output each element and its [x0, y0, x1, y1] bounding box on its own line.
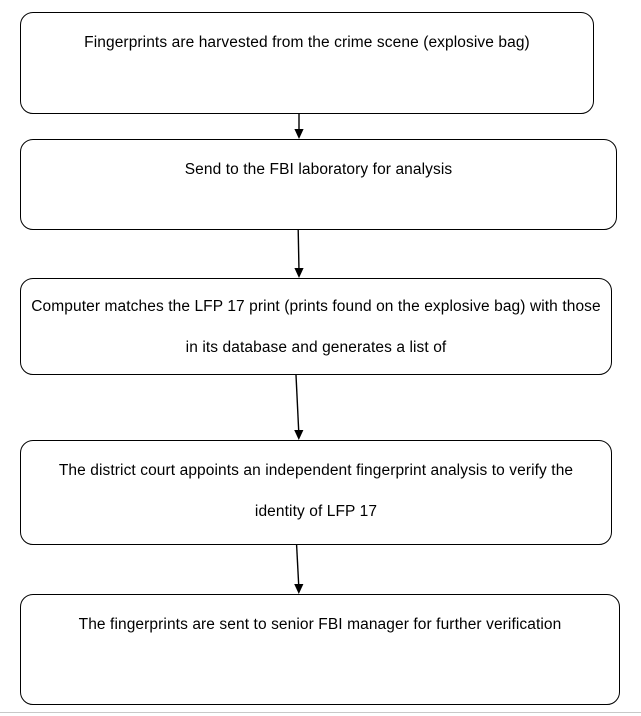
flow-node-4[interactable]: The district court appoints an independe…	[20, 440, 612, 545]
page-bottom-rule	[0, 712, 641, 713]
flow-node-1[interactable]: Fingerprints are harvested from the crim…	[20, 12, 594, 114]
flow-arrow-1	[291, 114, 307, 139]
flow-node-3-label: Computer matches the LFP 17 print (print…	[31, 298, 601, 356]
flow-arrow-3	[290, 374, 308, 440]
flow-node-2[interactable]: Send to the FBI laboratory for analysis	[20, 139, 617, 230]
flow-node-5[interactable]: The fingerprints are sent to senior FBI …	[20, 594, 620, 705]
flow-node-1-label: Fingerprints are harvested from the crim…	[84, 34, 530, 51]
flow-arrow-2	[291, 229, 307, 278]
flow-node-5-label: The fingerprints are sent to senior FBI …	[78, 616, 562, 633]
flow-node-4-label: The district court appoints an independe…	[58, 462, 574, 520]
flow-arrow-4	[290, 544, 308, 594]
flow-node-2-label: Send to the FBI laboratory for analysis	[184, 161, 453, 178]
flow-node-3[interactable]: Computer matches the LFP 17 print (print…	[20, 278, 612, 375]
